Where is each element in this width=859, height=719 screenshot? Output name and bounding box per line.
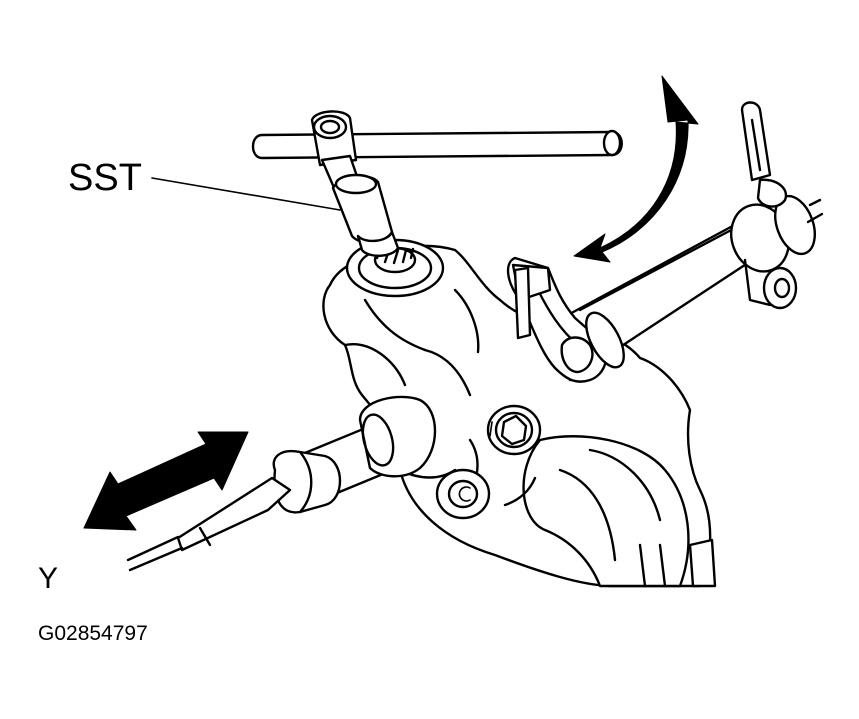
linear-arrow	[83, 431, 249, 531]
sst-label: SST	[68, 157, 142, 199]
hex-plug	[486, 404, 542, 456]
sst-tool	[251, 110, 623, 257]
figure-id: G02854797	[38, 622, 148, 645]
cross-shaft	[506, 101, 824, 383]
marker-label: Y	[38, 562, 58, 595]
gear-housing	[322, 244, 717, 588]
rack-and-tie-rod	[126, 395, 437, 572]
sst-leader-line	[151, 177, 341, 211]
rotation-arrow	[573, 75, 699, 263]
